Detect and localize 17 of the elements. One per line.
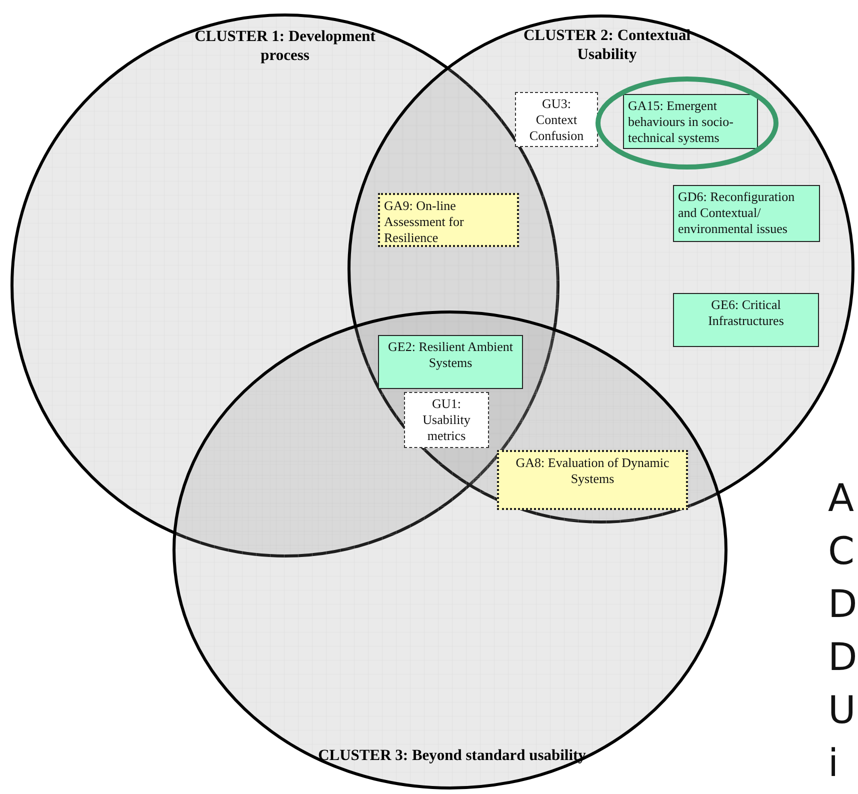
dotted-topic-box: GA9: On-line Assessment for Resilience	[378, 193, 519, 247]
topic-box: GD6: Reconfiguration and Contextual/ environmental issues	[673, 185, 820, 242]
cluster-title: CLUSTER 1: Development process	[194, 27, 376, 65]
topic-box: GA15: Emergent behaviours in socio-technical systems	[623, 94, 758, 149]
topic-box: GE6: Critical Infrastructures	[673, 293, 819, 347]
side-text: C	[828, 531, 855, 571]
side-text: i	[828, 743, 839, 783]
dashed-topic-box: GU3: Context Confusion	[515, 92, 598, 147]
cluster-title: CLUSTER 3: Beyond standard usability	[317, 746, 587, 765]
cluster-title: CLUSTER 2: Contextual Usability	[522, 26, 692, 64]
dotted-topic-box: GA8: Evaluation of Dynamic Systems	[497, 450, 688, 510]
dashed-topic-box: GU1: Usability metrics	[404, 392, 489, 448]
side-text: D	[828, 637, 858, 677]
topic-box: GE2: Resilient Ambient Systems	[378, 335, 523, 389]
side-text: U	[828, 690, 856, 730]
side-text: A	[828, 478, 854, 518]
side-text: D	[828, 584, 858, 624]
